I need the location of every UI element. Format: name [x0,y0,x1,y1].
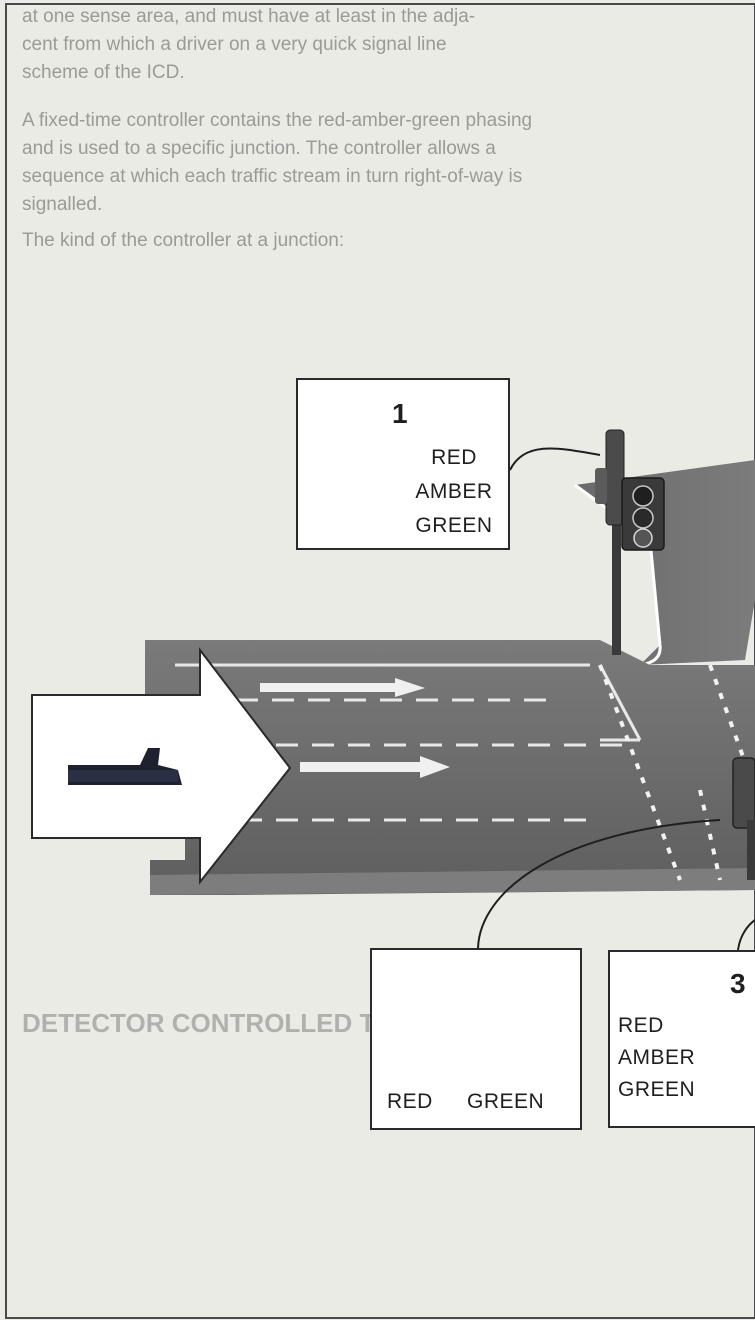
signal-1-red: RED [412,444,496,472]
signal-3-green: GREEN [618,1076,695,1104]
traffic-signal-1 [595,430,664,655]
signal-1-green: GREEN [408,512,500,540]
signal-3-number: 3 [730,968,746,1000]
pedestrian-green-caption: GREEN [467,1090,544,1114]
leader-line-3 [738,920,755,950]
signal-3-red: RED [618,1012,664,1040]
pedestrian-red-caption: RED [387,1090,433,1114]
signal-3-amber: AMBER [618,1044,695,1072]
leader-line-1 [510,448,600,470]
signal-1-amber: AMBER [412,478,496,506]
signal-1-number: 1 [392,398,408,430]
